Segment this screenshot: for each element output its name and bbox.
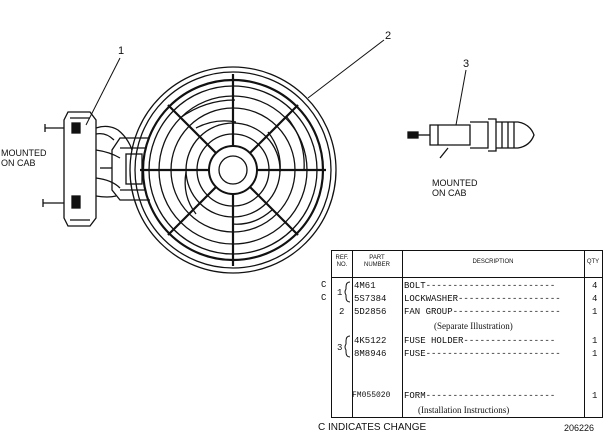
- part-number-row-6: 8M8946: [354, 349, 387, 359]
- ref-no-1: 1: [337, 288, 343, 298]
- change-note: C INDICATES CHANGE: [318, 422, 427, 433]
- qty-row-1: 4: [592, 281, 598, 291]
- part-number-row-5: 4K5122: [354, 336, 387, 346]
- leader-line-3: [455, 69, 467, 126]
- fuse-holder: [407, 118, 535, 159]
- ref-no-3: 3: [337, 343, 343, 353]
- mounted-on-cab-label-left: MOUNTED ON CAB: [1, 148, 47, 168]
- part-number-row-2: 5S7384: [354, 294, 387, 304]
- header-qty: QTY: [586, 259, 600, 265]
- part-number-row-7: FM055020: [352, 391, 391, 400]
- part-number-row-1: 4M61: [354, 281, 376, 291]
- description-row-6: FUSE-------------------------: [404, 349, 561, 359]
- description-row-1: BOLT------------------------: [404, 281, 556, 291]
- parts-table: REF. NO. PART NUMBER DESCRIPTION QTY 1 2…: [331, 250, 603, 418]
- leader-line-2: [307, 39, 385, 99]
- cab-mount-bracket: [42, 111, 133, 227]
- figure-number: 206226: [564, 423, 595, 433]
- ref-group-brackets: [344, 281, 351, 358]
- header-ref-no: REF. NO.: [335, 255, 349, 268]
- mounted-on-cab-label-right: MOUNTED ON CAB: [432, 178, 478, 198]
- change-marker-row-2: C: [321, 293, 327, 303]
- leader-line-1: [85, 57, 121, 126]
- qty-row-6: 1: [592, 349, 598, 359]
- qty-row-3: 1: [592, 307, 598, 317]
- qty-row-5: 1: [592, 336, 598, 346]
- description-row-4: (Separate Illustration): [434, 321, 513, 331]
- change-marker-row-1: C: [321, 280, 327, 290]
- description-row-5: FUSE HOLDER-----------------: [404, 336, 556, 346]
- description-row-2: LOCKWASHER-------------------: [404, 294, 561, 304]
- ref-no-2: 2: [339, 307, 345, 317]
- callout-1: 1: [118, 45, 125, 57]
- part-number-row-3: 5D2856: [354, 307, 387, 317]
- callout-3: 3: [463, 58, 470, 70]
- header-part-number: PART NUMBER: [363, 255, 390, 268]
- callout-2: 2: [385, 30, 392, 42]
- qty-row-7: 1: [592, 391, 598, 401]
- description-row-3: FAN GROUP--------------------: [404, 307, 561, 317]
- header-description: DESCRIPTION: [472, 259, 514, 265]
- description-row-8: (Installation Instructions): [418, 405, 510, 415]
- description-row-7: FORM------------------------: [404, 391, 556, 401]
- fan-group: [100, 66, 337, 274]
- qty-row-2: 4: [592, 294, 598, 304]
